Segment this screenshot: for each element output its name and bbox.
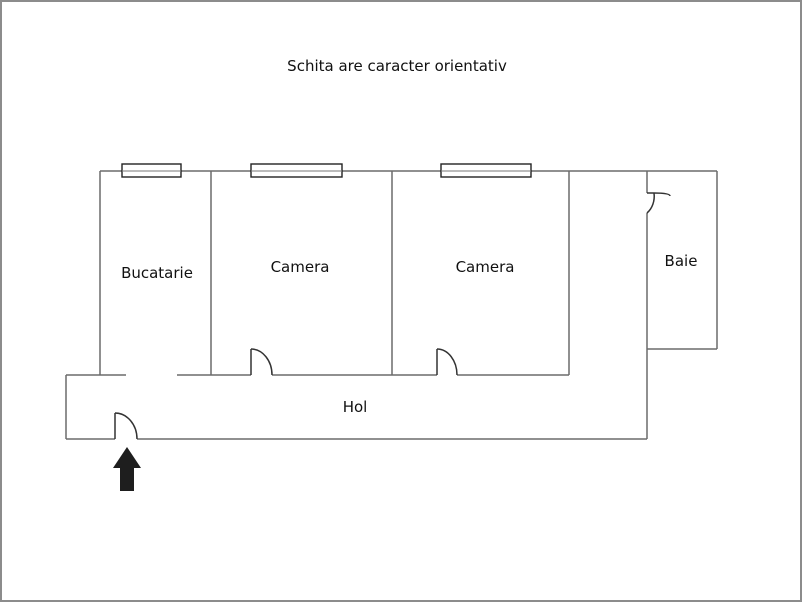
room-label-bucatarie: Bucatarie	[121, 264, 193, 282]
door-icon	[646, 192, 671, 214]
entrance-arrow-icon	[113, 447, 141, 491]
window-icon	[440, 163, 532, 178]
door-icon	[114, 412, 138, 440]
window-icon	[250, 163, 343, 178]
room-label-hol: Hol	[342, 398, 368, 416]
room-label-camera-1: Camera	[270, 258, 330, 276]
door-icon	[250, 348, 273, 376]
room-label-camera-2: Camera	[455, 258, 515, 276]
door-icon	[436, 348, 458, 376]
room-label-baie: Baie	[664, 252, 698, 270]
window-icon	[121, 163, 182, 178]
page-title: Schita are caracter orientativ	[287, 57, 507, 75]
